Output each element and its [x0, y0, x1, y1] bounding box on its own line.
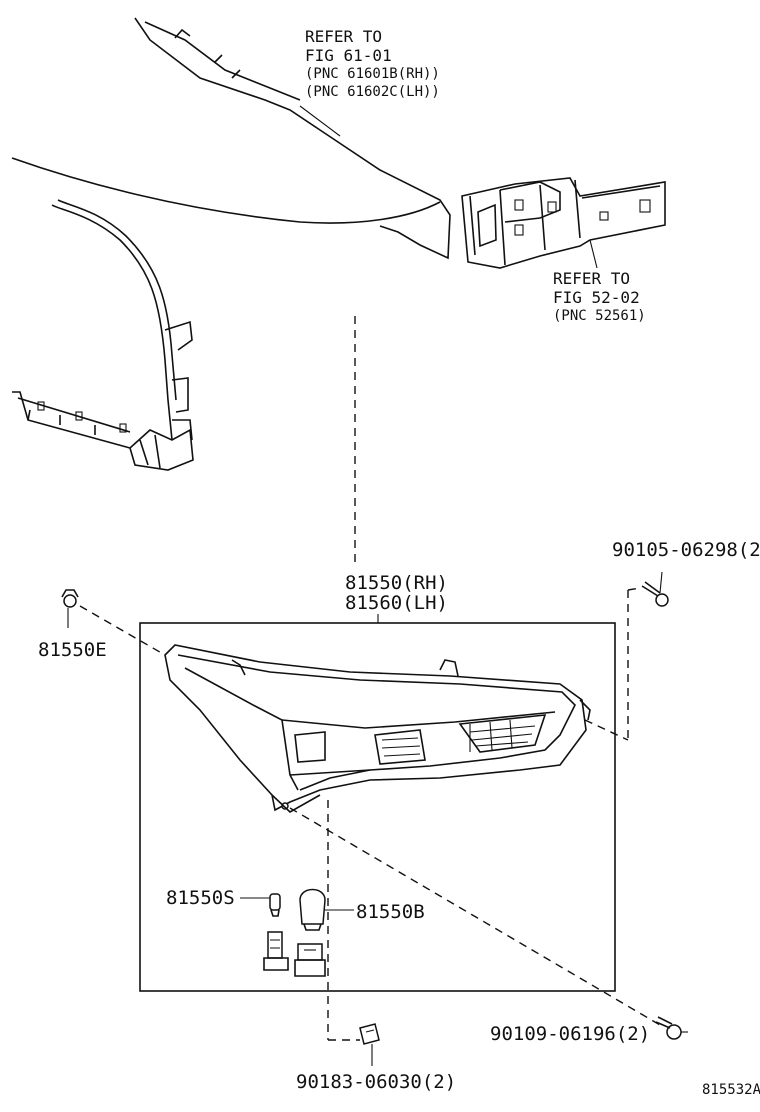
socket-small-part: [263, 931, 289, 971]
bulb-small-part-number: 81550S: [166, 887, 235, 909]
leader-bracket: [589, 239, 598, 269]
lamp-part-number-lh: 81560(LH): [345, 592, 448, 614]
screw-bottom-part-number: 90109-06196(2): [490, 1023, 650, 1045]
refer-fender-line4: (PNC 61602C(LH)): [305, 84, 440, 100]
bulb-small-part: [240, 893, 281, 917]
lamp-part-number-rh: 81550(RH): [345, 572, 448, 594]
dashed-guide-screw-bottom: [289, 807, 661, 1026]
leader-fender: [299, 105, 341, 137]
bulb-large-part: [299, 888, 354, 931]
socket-large-part: [294, 943, 326, 977]
nut-part: [359, 1023, 380, 1066]
clip-part-number: 81550E: [38, 639, 107, 661]
dashed-guide-screw-top-d: [584, 719, 629, 741]
screw-bottom-part: [655, 1016, 688, 1040]
refer-bracket-line1: REFER TO: [553, 269, 630, 288]
screw-top-part: [641, 571, 669, 607]
dashed-guide-screw-top-h: [627, 587, 641, 591]
bulb-large-part-number: 81550B: [356, 901, 425, 923]
clip-part: [61, 589, 79, 628]
nut-part-number: 90183-06030(2): [296, 1071, 456, 1093]
dashed-guide-clip: [79, 605, 166, 656]
refer-fender-line2: FIG 61-01: [305, 46, 392, 65]
refer-bracket-line3: (PNC 52561): [553, 308, 646, 324]
screw-top-part-number: 90105-06298(2): [612, 539, 760, 561]
refer-fender-line3: (PNC 61601B(RH)): [305, 66, 440, 82]
refer-bracket-line2: FIG 52-02: [553, 288, 640, 307]
bumper-bracket: [461, 177, 666, 269]
fog-lamp-housing: [164, 644, 591, 813]
figure-id: 815532A: [702, 1082, 760, 1098]
refer-fender-line1: REFER TO: [305, 27, 382, 46]
fender-panel: [11, 17, 451, 471]
lamp-assembly-box: [139, 622, 616, 992]
